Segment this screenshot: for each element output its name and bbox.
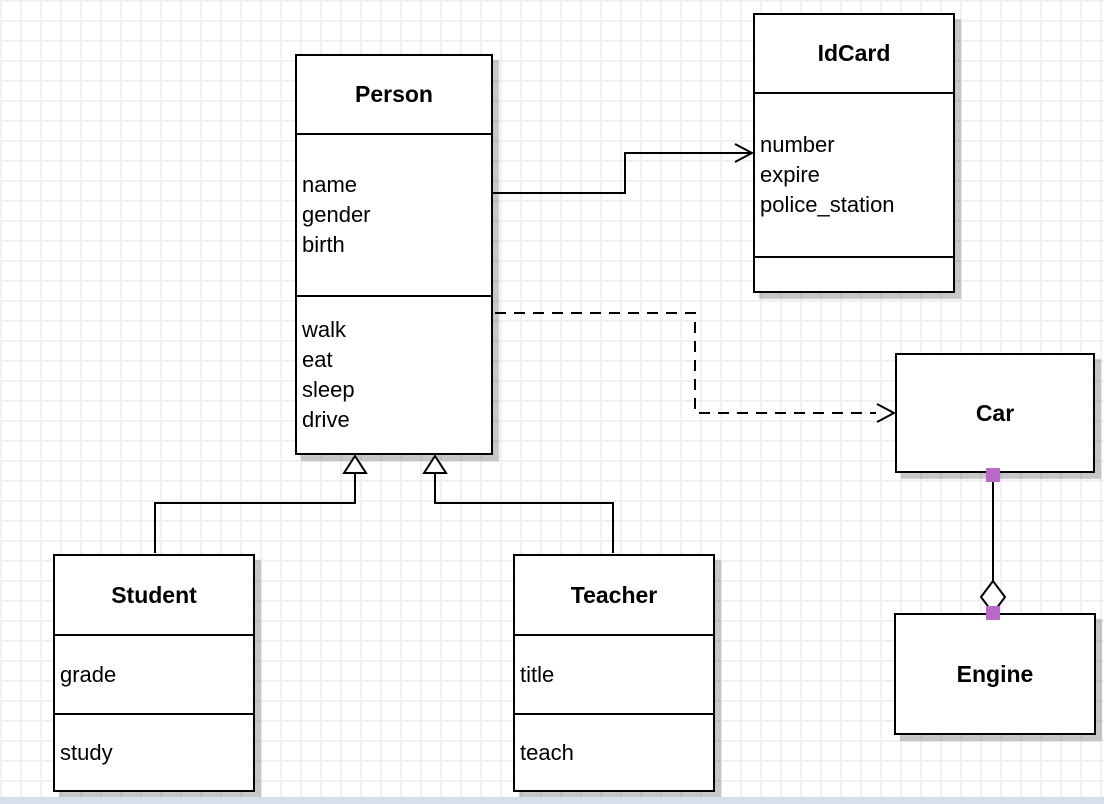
class-title: Teacher: [570, 581, 658, 608]
attributes-compartment: title: [515, 634, 713, 713]
generalization-teacher-person[interactable]: [422, 454, 614, 553]
open-arrow-icon: [734, 143, 755, 163]
methods-compartment: teach: [515, 713, 713, 790]
methods-compartment: study: [55, 713, 253, 790]
attributes-compartment: name gender birth: [297, 133, 491, 295]
attribute-row: number: [760, 132, 835, 157]
class-teacher[interactable]: Teacher title teach: [513, 554, 715, 792]
attribute-row: name: [302, 172, 358, 197]
attributes-compartment: number expire police_station: [755, 92, 953, 256]
class-title: Student: [111, 581, 197, 608]
attribute-row: expire: [760, 162, 820, 187]
attribute-row: title: [520, 661, 555, 687]
attribute-row: gender: [302, 202, 371, 227]
window-bottom-edge: [0, 797, 1104, 804]
hollow-triangle-icon: [342, 454, 368, 474]
class-title: Person: [355, 81, 433, 107]
class-car[interactable]: Car: [895, 353, 1095, 473]
generalization-student-person[interactable]: [154, 454, 368, 553]
method-row: eat: [302, 347, 333, 372]
class-student[interactable]: Student grade study: [53, 554, 255, 792]
attribute-row: police_station: [760, 192, 895, 217]
class-engine[interactable]: Engine: [894, 613, 1096, 735]
class-title: Car: [975, 399, 1015, 426]
class-title: IdCard: [817, 40, 891, 66]
method-row: sleep: [302, 377, 355, 402]
attribute-row: grade: [60, 661, 117, 687]
methods-compartment-empty: [755, 256, 953, 291]
class-idcard[interactable]: IdCard number expire police_station: [753, 13, 955, 293]
methods-compartment: walk eat sleep drive: [297, 295, 491, 453]
open-arrow-icon: [876, 403, 897, 423]
dependency-person-car[interactable]: [495, 312, 897, 423]
class-title: Engine: [956, 660, 1034, 687]
attributes-compartment: grade: [55, 634, 253, 713]
attribute-row: birth: [302, 232, 345, 257]
aggregation-car-engine[interactable]: [979, 468, 1007, 620]
association-person-idcard[interactable]: [493, 143, 755, 194]
class-person[interactable]: Person name gender birth walk eat sleep …: [295, 54, 493, 455]
hollow-triangle-icon: [422, 454, 448, 474]
method-row: walk: [302, 317, 347, 342]
hollow-diamond-icon: [979, 579, 1007, 615]
method-row: drive: [302, 407, 350, 432]
method-row: teach: [520, 739, 574, 765]
method-row: study: [60, 739, 113, 765]
